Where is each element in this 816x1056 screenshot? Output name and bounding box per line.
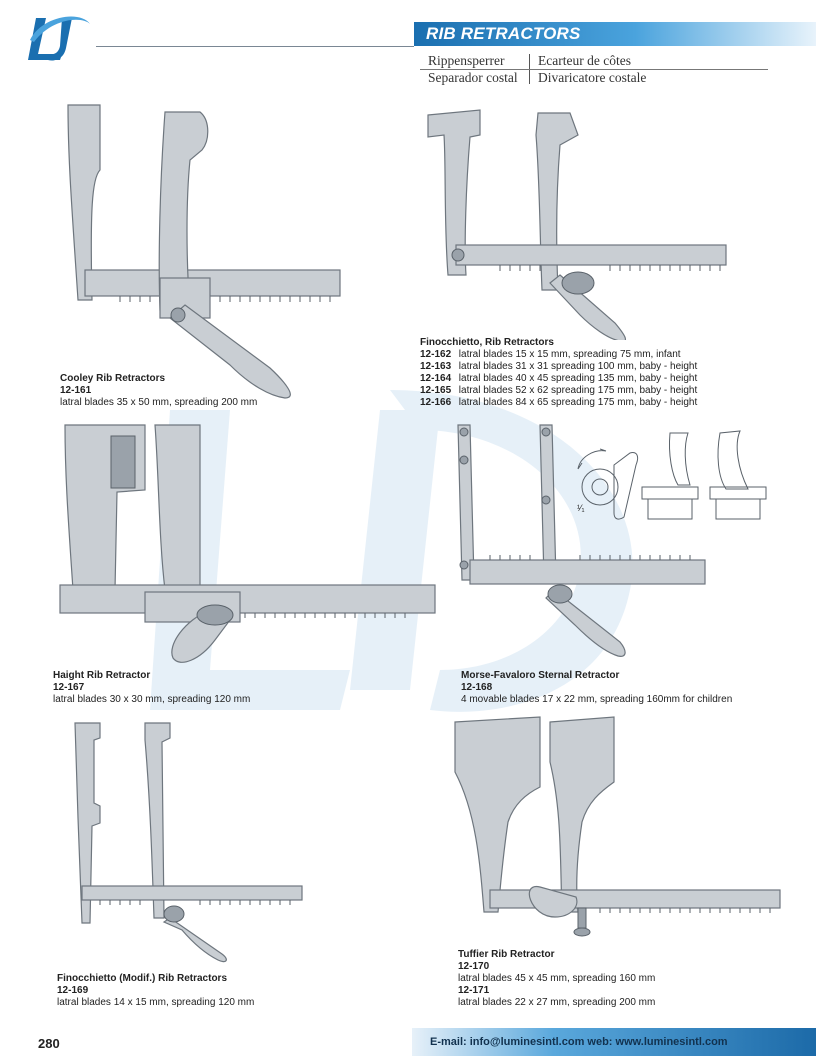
- product-desc: latral blades 84 x 65 spreading 175 mm, …: [458, 397, 698, 408]
- product-row: 12-166 latral blades 84 x 65 spreading 1…: [420, 397, 800, 409]
- product-name: Finocchietto, Rib Retractors: [420, 337, 554, 348]
- product-name: Morse-Favaloro Sternal Retractor: [461, 670, 620, 681]
- product-desc: latral blades 52 x 62 spreading 175 mm, …: [458, 385, 698, 396]
- page-title: RIB RETRACTORS: [426, 24, 581, 43]
- product-name: Cooley Rib Retractors: [60, 373, 166, 384]
- header-rule: [96, 46, 414, 47]
- product-code: 12-170: [458, 961, 490, 972]
- product-code: 12-168: [461, 682, 493, 693]
- product-row: 12-164 latral blades 40 x 45 spreading 1…: [420, 373, 800, 385]
- product-desc: latral blades 40 x 45 spreading 135 mm, …: [458, 373, 698, 384]
- product-code: 12-166: [420, 397, 452, 408]
- caption-cooley: Cooley Rib Retractors 12-161 latral blad…: [60, 373, 390, 409]
- caption-tuffier: Tuffier Rib Retractor 12-170 latral blad…: [458, 949, 798, 1009]
- product-image-cooley: [67, 104, 341, 399]
- translation-es: Separador costal: [428, 70, 518, 85]
- footer-bar: [412, 1028, 816, 1056]
- product-desc: 4 movable blades 17 x 22 mm, spreading 1…: [461, 694, 733, 705]
- caption-morse-favaloro: Morse-Favaloro Sternal Retractor 12-168 …: [461, 670, 801, 706]
- product-name: Tuffier Rib Retractor: [458, 949, 555, 960]
- diagram-scale-label: ¹⁄₁: [577, 503, 585, 513]
- product-code: 12-164: [420, 373, 452, 384]
- product-row: 12-162 latral blades 15 x 15 mm, spreadi…: [420, 349, 800, 361]
- product-name: Haight Rib Retractor: [53, 670, 151, 681]
- product-code: 12-163: [420, 361, 452, 372]
- page-number: 280: [38, 1036, 60, 1051]
- blade-detail-diagram: [577, 430, 767, 520]
- footer-contact: E-mail: info@luminesintl.com web: www.lu…: [430, 1036, 728, 1048]
- product-desc: latral blades 30 x 30 mm, spreading 120 …: [53, 694, 251, 705]
- product-desc: latral blades 22 x 27 mm, spreading 200 …: [458, 997, 656, 1008]
- caption-finocchietto-modif: Finocchietto (Modif.) Rib Retractors 12-…: [57, 973, 387, 1009]
- product-image-tuffier: [454, 716, 781, 937]
- product-code: 12-171: [458, 985, 490, 996]
- product-image-finocchietto: [427, 109, 727, 340]
- product-image-morse-favaloro: [457, 424, 706, 657]
- product-desc: latral blades 31 x 31 spreading 100 mm, …: [458, 361, 698, 372]
- product-desc: latral blades 14 x 15 mm, spreading 120 …: [57, 997, 255, 1008]
- product-image-finocchietto-modif: [74, 722, 303, 963]
- product-row: 12-165 latral blades 52 x 62 spreading 1…: [420, 385, 800, 397]
- translation-fr: Ecarteur de côtes: [538, 53, 631, 68]
- title-bar: RIB RETRACTORS: [414, 22, 816, 46]
- product-name: Finocchietto (Modif.) Rib Retractors: [57, 973, 227, 984]
- product-desc: latral blades 35 x 50 mm, spreading 200 …: [60, 397, 258, 408]
- product-code: 12-169: [57, 985, 89, 996]
- translation-rule: [420, 69, 768, 70]
- product-row: 12-163 latral blades 31 x 31 spreading 1…: [420, 361, 800, 373]
- brand-logo: [28, 16, 90, 61]
- product-code: 12-167: [53, 682, 85, 693]
- product-code: 12-162: [420, 349, 452, 360]
- caption-finocchietto: Finocchietto, Rib Retractors 12-162 latr…: [420, 337, 800, 409]
- product-code: 12-161: [60, 385, 92, 396]
- translation-de: Rippensperrer: [428, 53, 505, 68]
- product-desc: latral blades 15 x 15 mm, spreading 75 m…: [458, 349, 681, 360]
- product-desc: latral blades 45 x 45 mm, spreading 160 …: [458, 973, 656, 984]
- caption-haight: Haight Rib Retractor 12-167 latral blade…: [53, 670, 383, 706]
- translation-it: Divaricatore costale: [538, 70, 647, 85]
- product-image-haight: [59, 424, 436, 663]
- product-code: 12-165: [420, 385, 452, 396]
